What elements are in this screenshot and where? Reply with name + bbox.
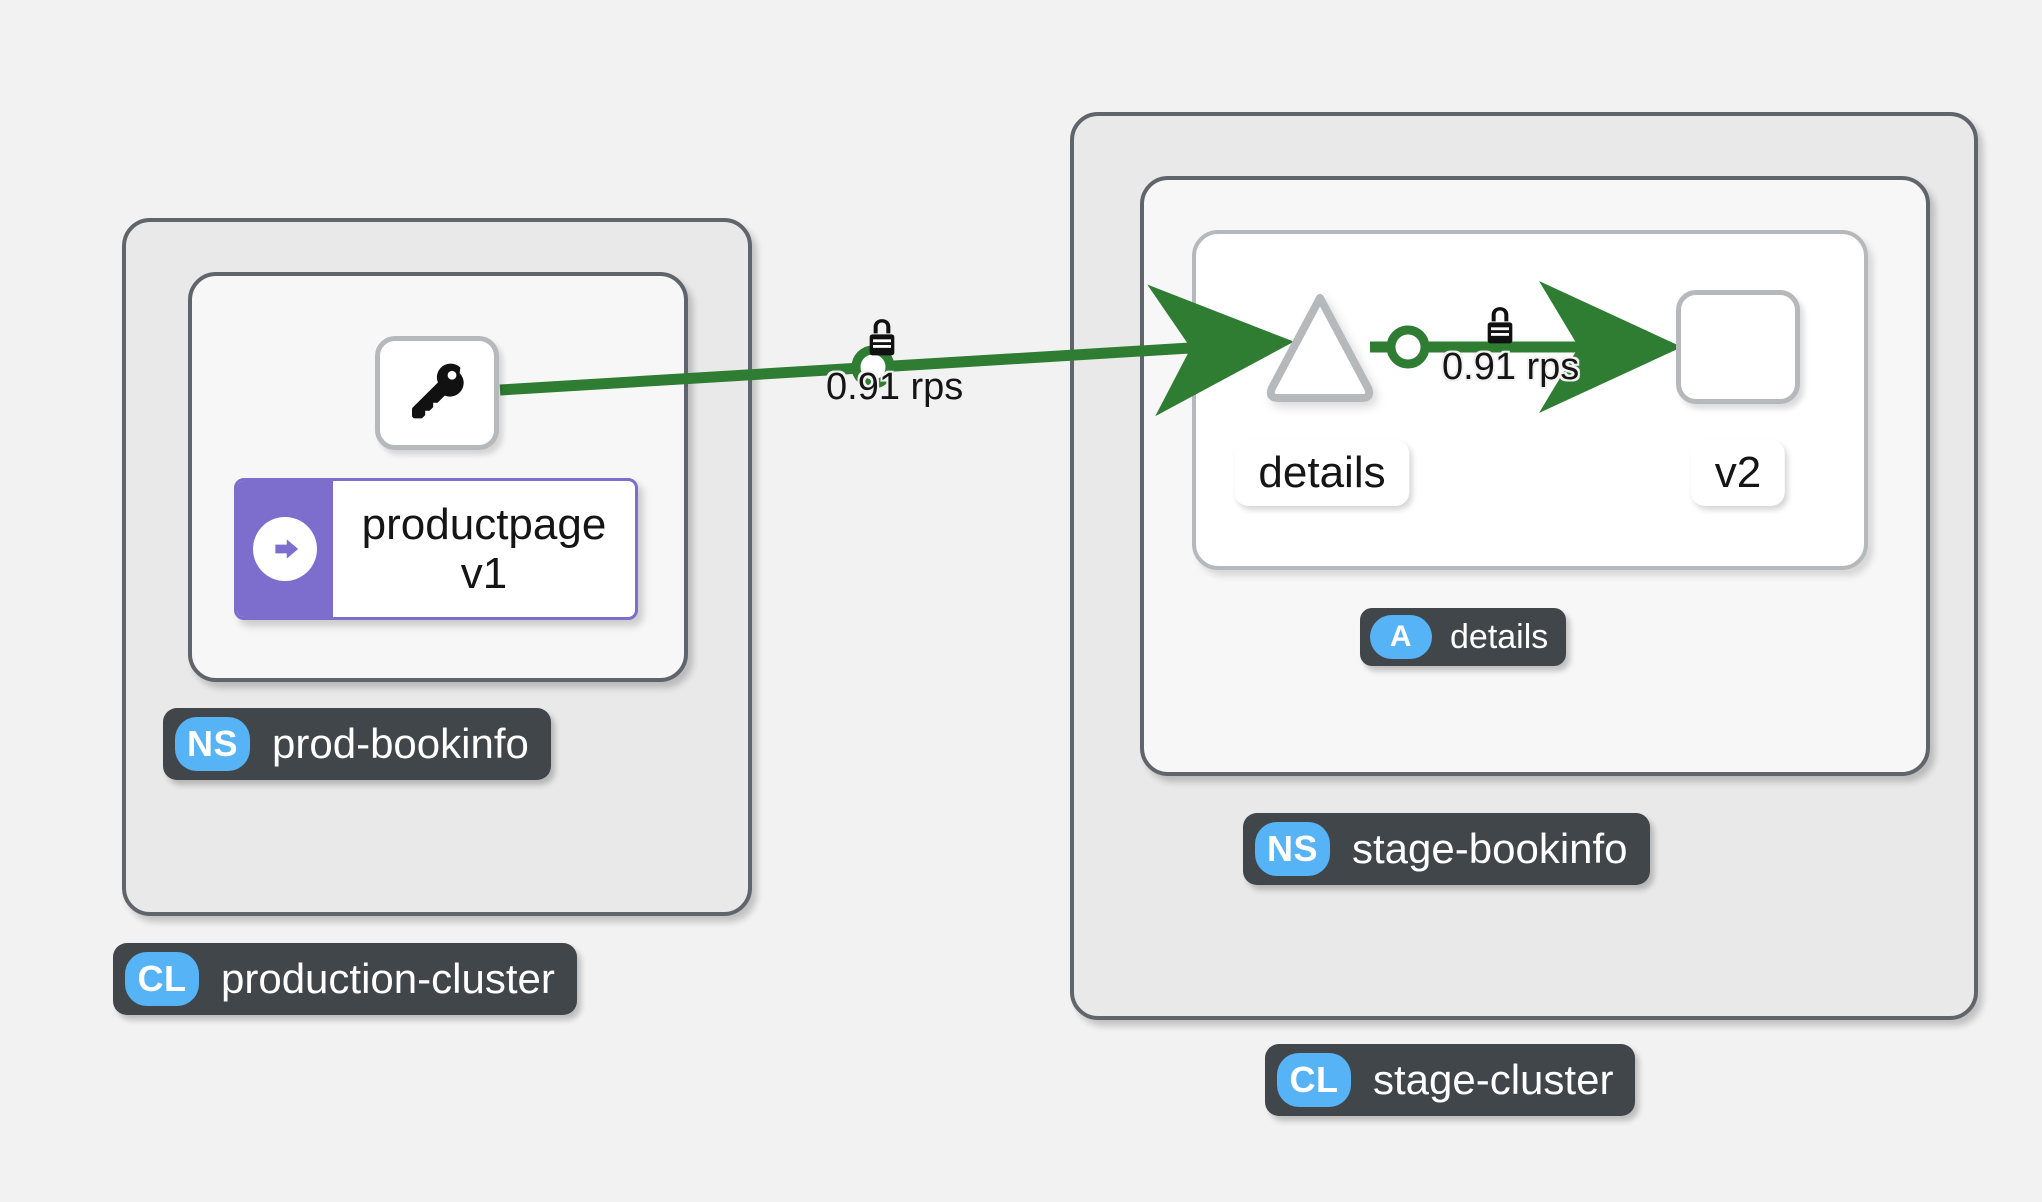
namespace-badge-prod-bookinfo[interactable]: NS prod-bookinfo [163, 708, 551, 780]
app-badge-details[interactable]: A details [1360, 608, 1567, 666]
namespace-badge-stage-bookinfo[interactable]: NS stage-bookinfo [1243, 813, 1650, 885]
namespace-badge-code: NS [175, 717, 251, 771]
namespace-group-prod-bookinfo[interactable] [188, 272, 688, 682]
arrow-circle-right-icon [253, 517, 317, 581]
edge-label-productpage-to-details: 0.91 rps [826, 366, 964, 408]
v2-node-box [1676, 290, 1800, 404]
namespace-badge-label: prod-bookinfo [272, 720, 529, 767]
productpage-text: productpage v1 [333, 481, 635, 617]
productpage-icon-strip [237, 481, 333, 617]
productpage-version: v1 [460, 549, 508, 598]
namespace-badge-code: NS [1255, 822, 1331, 876]
cluster-badge-stage-cluster[interactable]: CL stage-cluster [1265, 1044, 1636, 1116]
node-label-details: details [1234, 440, 1410, 506]
cluster-badge-code: CL [125, 952, 199, 1006]
cluster-badge-label: stage-cluster [1373, 1056, 1614, 1103]
productpage-name: productpage [361, 499, 607, 549]
node-label-v2: v2 [1690, 440, 1786, 506]
key-icon [404, 358, 470, 429]
mtls-lock-icon [862, 318, 902, 367]
cluster-badge-code: CL [1277, 1053, 1351, 1107]
triangle-service-shape [1266, 294, 1374, 402]
cluster-badge-production-cluster[interactable]: CL production-cluster [113, 943, 577, 1015]
cluster-badge-label: production-cluster [221, 955, 555, 1002]
app-badge-code: A [1370, 615, 1432, 659]
node-details-v2[interactable] [1676, 290, 1800, 404]
node-prod-key[interactable] [375, 336, 499, 450]
mtls-lock-icon [1480, 306, 1520, 355]
namespace-badge-label: stage-bookinfo [1352, 825, 1628, 872]
node-details-service[interactable] [1258, 288, 1382, 406]
node-productpage[interactable]: productpage v1 [234, 478, 638, 620]
app-badge-label: details [1450, 617, 1549, 656]
key-node-box [375, 336, 499, 450]
